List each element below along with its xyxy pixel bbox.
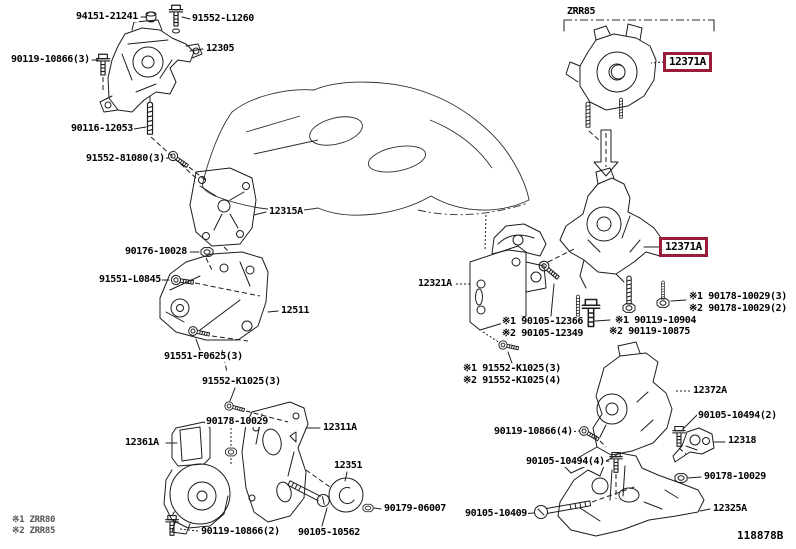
down-arrow: [593, 129, 619, 177]
part-label-90179-06007[interactable]: 90179-06007: [383, 503, 447, 514]
legend-note-2: ※2 ZRR85: [12, 526, 56, 536]
part-label-12361a[interactable]: 12361A: [124, 437, 160, 448]
highlighted-part-label-12371a-main[interactable]: 12371A: [659, 237, 708, 257]
part-12311a-drawing: [241, 401, 309, 523]
part-label-12315a[interactable]: 12315A: [268, 206, 304, 217]
note-label-90105-12349[interactable]: ※2 90105-12349: [501, 328, 585, 339]
note-label-90119-10875[interactable]: ※2 90119-10875: [608, 326, 692, 337]
part-12351-drawing: [328, 477, 364, 513]
part-12371a-variant-drawing: [565, 23, 657, 128]
note-label-90178-10029-3[interactable]: ※1 90178-10029(3): [688, 291, 788, 302]
part-label-12351[interactable]: 12351: [333, 460, 364, 471]
part-label-91551-f0625-3[interactable]: 91551-F0625(3): [163, 351, 244, 362]
variant-group-label: ZRR85: [566, 6, 597, 17]
nut-90178-10029-right-drawing: [674, 473, 688, 483]
part-label-90178-10029-left[interactable]: 90178-10029: [205, 416, 269, 427]
part-label-90119-10866-4[interactable]: 90119-10866(4): [493, 426, 574, 437]
bolt-90105-10409-drawing: [534, 500, 592, 519]
part-label-90105-10409[interactable]: 90105-10409: [464, 508, 528, 519]
leader-lines: [91, 16, 726, 532]
part-label-12511[interactable]: 12511: [280, 305, 311, 316]
part-label-90116-12053[interactable]: 90116-12053: [70, 123, 134, 134]
part-label-12318[interactable]: 12318: [727, 435, 758, 446]
part-12325a-drawing: [557, 452, 705, 537]
bolt-90119-10866-3-drawing: [95, 53, 111, 76]
engine-outline: [202, 81, 530, 216]
part-label-90105-10494-4[interactable]: 90105-10494(4): [525, 456, 606, 467]
part-label-12372a[interactable]: 12372A: [692, 385, 728, 396]
part-label-90105-10494-2[interactable]: 90105-10494(2): [697, 410, 778, 421]
note-label-91552-k1025-3[interactable]: ※1 91552-K1025(3): [462, 363, 562, 374]
variant-bracket-line: [563, 19, 715, 32]
part-label-12325a[interactable]: 12325A: [712, 503, 748, 514]
bolt-90105-10562-drawing: [287, 480, 330, 507]
part-label-91552-l1260[interactable]: 91552-L1260: [191, 13, 255, 24]
part-label-90105-10562[interactable]: 90105-10562: [297, 527, 361, 538]
bolt-91552-k1025-left-drawing: [223, 400, 246, 415]
alignment-lines: [102, 77, 687, 517]
fasteners: [95, 4, 688, 536]
part-12315a-drawing: [189, 167, 257, 247]
part-12361a-drawing: [163, 421, 231, 535]
part-label-91552-k1025-3[interactable]: 91552-K1025(3): [201, 376, 282, 387]
note-label-90178-10029-2[interactable]: ※2 90178-10029(2): [688, 303, 788, 314]
part-12511-drawing: [159, 251, 269, 341]
part-label-90119-10866-3[interactable]: 90119-10866(3): [10, 54, 91, 65]
part-12321a-drawing: [469, 223, 547, 331]
nut-90179-06007-drawing: [362, 503, 374, 513]
note-label-90105-12366[interactable]: ※1 90105-12366: [501, 316, 585, 327]
part-label-12321a[interactable]: 12321A: [417, 278, 453, 289]
bolt-91552-k1025-right-drawing: [497, 339, 520, 353]
bolt-90119-10866-4-drawing: [577, 424, 602, 444]
part-label-90119-10866-2[interactable]: 90119-10866(2): [200, 526, 281, 537]
highlighted-part-label-12371a-top[interactable]: 12371A: [663, 52, 712, 72]
part-label-94151-21241[interactable]: 94151-21241: [75, 11, 139, 22]
part-label-91551-l0845[interactable]: 91551-L0845: [98, 274, 162, 285]
part-12305-drawing: [99, 19, 203, 113]
part-12372a-drawing: [564, 341, 673, 474]
bolt-91552-81080-drawing: [166, 149, 191, 171]
part-12318-drawing: [672, 427, 715, 463]
drawing-number: 118878B: [737, 529, 784, 542]
bolt-91552-l1260-drawing: [168, 4, 184, 27]
part-label-91552-81080-3[interactable]: 91552-81080(3): [85, 153, 166, 164]
stud-90116-12053-drawing: [146, 101, 154, 135]
part-label-90178-10029-right[interactable]: 90178-10029: [703, 471, 767, 482]
part-label-12305[interactable]: 12305: [205, 43, 236, 54]
note-label-91552-k1025-4[interactable]: ※2 91552-K1025(4): [462, 375, 562, 386]
legend-note-1: ※1 ZRR80: [12, 515, 56, 525]
part-label-90176-10028[interactable]: 90176-10028: [124, 246, 188, 257]
nut-90178-10029-left-drawing: [225, 447, 237, 457]
bolt-91551-f0625-drawing: [187, 325, 211, 340]
note-label-90119-10904[interactable]: ※1 90119-10904: [614, 315, 698, 326]
part-label-12311a[interactable]: 12311A: [322, 422, 358, 433]
